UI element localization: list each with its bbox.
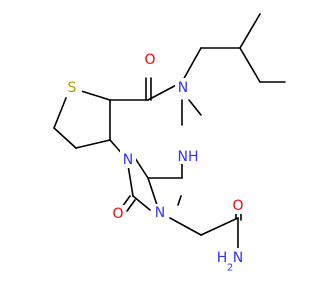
bond: [188, 99, 202, 116]
bond: [181, 47, 202, 83]
oxygen-atom-amide: O: [232, 198, 243, 214]
oxygen-atom-top: O: [144, 52, 155, 68]
structure-diagram: S O N N NH N O O H N 2: [53, 13, 286, 274]
bond: [132, 195, 151, 211]
bond: [239, 47, 261, 83]
bond: [75, 139, 111, 149]
bond: [177, 195, 182, 206]
bond: [134, 157, 149, 179]
amine-hydrogen: H: [217, 250, 228, 266]
nitrogen-atom-mid: N: [123, 152, 133, 168]
bond: [127, 164, 134, 197]
bond: [169, 217, 202, 236]
bond: [147, 177, 159, 209]
amine-nitrogen: N: [233, 250, 243, 266]
nh-group: NH: [178, 149, 199, 165]
atom-labels: S O N N NH N O O H N 2: [66, 50, 250, 274]
bond: [53, 97, 67, 129]
molecule-structure: S O N N NH N O O H N 2: [53, 13, 286, 274]
amine-subscript: 2: [227, 263, 233, 274]
sulfur-atom: S: [68, 80, 77, 96]
bond: [200, 217, 239, 236]
bond: [77, 89, 111, 101]
bond: [239, 13, 261, 49]
oxygen-atom-bottom: O: [112, 206, 123, 222]
nitrogen-atom-top: N: [178, 80, 188, 96]
bond: [53, 127, 77, 149]
bond: [126, 199, 136, 212]
bonds: [53, 13, 286, 251]
nitrogen-atom-bottom: N: [155, 205, 165, 221]
